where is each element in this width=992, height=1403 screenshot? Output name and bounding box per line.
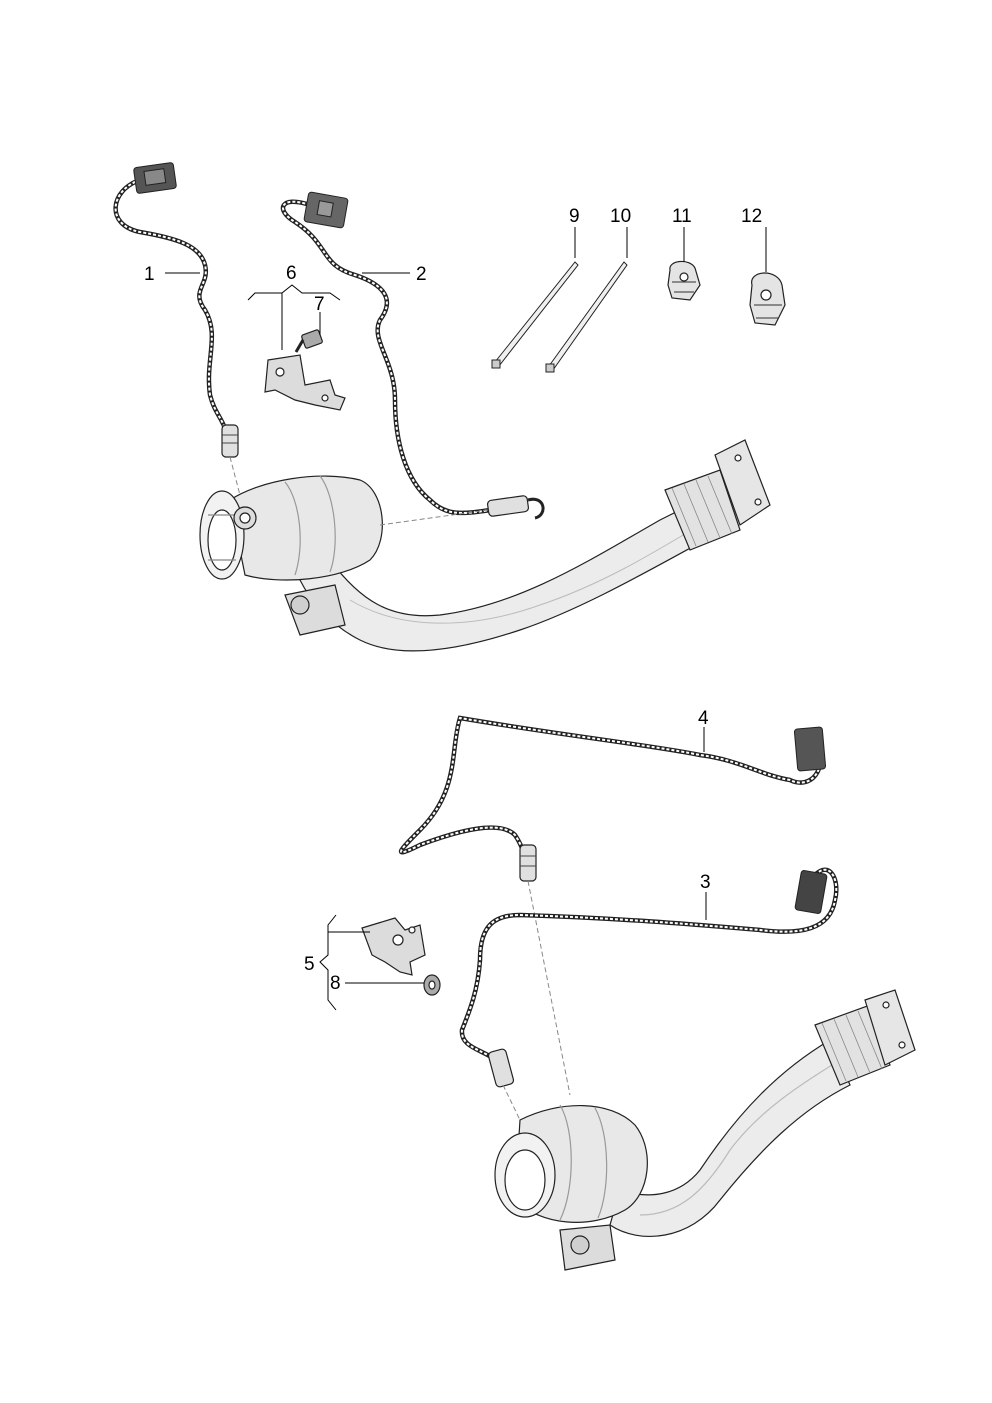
cable-tie-9 [491, 261, 579, 369]
bracket-5-lower [361, 917, 441, 996]
callout-5: 5 [304, 954, 315, 975]
callout-9: 9 [569, 206, 580, 227]
lower-downpipe [609, 989, 916, 1237]
upper-sensor-1 [113, 162, 241, 496]
nut-8 [423, 974, 441, 996]
bracket-6-upper [264, 329, 346, 411]
callout-1: 1 [144, 264, 155, 285]
callout-4: 4 [698, 708, 709, 729]
callout-2: 2 [416, 264, 427, 285]
upper-catalytic-converter [199, 475, 383, 636]
upper-downpipe [299, 439, 771, 652]
callout-7: 7 [314, 294, 325, 315]
callout-11: 11 [672, 206, 692, 227]
cable-tie-10 [545, 261, 628, 373]
callout-6: 6 [286, 263, 297, 284]
callout-12: 12 [741, 206, 763, 227]
upper-sensor-2 [280, 191, 545, 526]
callout-8: 8 [330, 973, 341, 994]
lower-catalytic-converter [494, 1104, 648, 1271]
bolt-7 [294, 329, 323, 353]
clip-11 [667, 260, 701, 301]
callout-10: 10 [610, 206, 632, 227]
callout-3: 3 [700, 872, 711, 893]
clip-12 [749, 272, 786, 326]
lower-sensor-3 [459, 867, 839, 1121]
leader-lines [165, 227, 767, 1011]
